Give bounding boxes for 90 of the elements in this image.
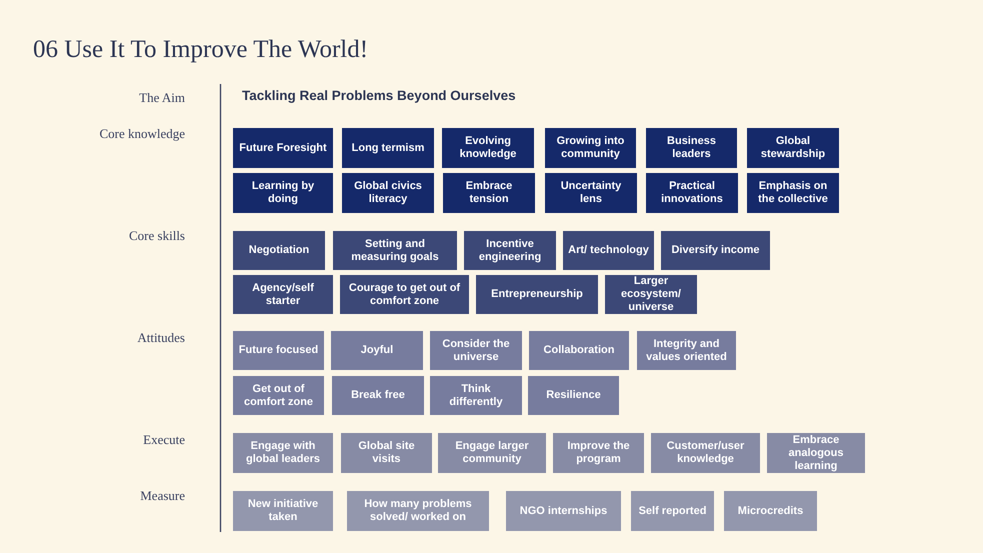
tile-label: Evolving knowledge xyxy=(458,135,518,161)
skill-tile xyxy=(333,231,457,270)
attitude-tile xyxy=(430,376,522,415)
tile-label: Growing into community xyxy=(556,135,626,161)
knowledge-tile xyxy=(747,128,839,168)
tile-label: Agency/self starter xyxy=(251,282,315,308)
measure-tile xyxy=(724,491,817,531)
attitude-tile xyxy=(233,331,324,370)
measure-tile xyxy=(233,491,333,531)
tile-label: Resilience xyxy=(546,389,601,402)
tile-label: Engage larger community xyxy=(454,440,530,466)
tile-label: Microcredits xyxy=(738,504,804,518)
tile-label: Customer/user knowledge xyxy=(666,440,746,466)
tile-label: Practical innovations xyxy=(660,180,724,206)
tile-label: Art/ technology xyxy=(568,244,649,257)
knowledge-tile xyxy=(233,128,333,168)
skill-tile xyxy=(476,275,598,314)
row-heading: The Aim xyxy=(139,90,185,106)
tile-label: Learning by doing xyxy=(250,180,316,206)
skill-tile xyxy=(563,231,654,270)
page-title: 06 Use It To Improve The World! xyxy=(33,35,368,65)
tile-label: Global site visits xyxy=(357,440,416,466)
skill-tile xyxy=(340,275,469,314)
measure-tile xyxy=(631,491,714,531)
tile-label: Larger ecosystem/ universe xyxy=(620,275,682,314)
row-heading: Core skills xyxy=(129,228,185,244)
measure-tile xyxy=(506,491,621,531)
attitude-tile xyxy=(430,331,522,370)
skill-tile xyxy=(661,231,770,270)
tile-label: Embrace tension xyxy=(464,180,514,206)
tile-label: Global civics literacy xyxy=(353,180,423,206)
tile-label: Joyful xyxy=(360,344,394,357)
attitude-tile xyxy=(529,331,629,370)
tile-label: Future Foresight xyxy=(239,142,327,154)
knowledge-tile xyxy=(443,173,535,213)
attitude-tile xyxy=(637,331,736,370)
skill-tile xyxy=(605,275,697,314)
skill-tile xyxy=(464,231,556,270)
tile-label: Embrace analogous learning xyxy=(787,434,844,472)
knowledge-tile xyxy=(442,128,534,168)
row-heading: Execute xyxy=(143,432,185,448)
tile-label: Consider the universe xyxy=(441,338,511,364)
knowledge-tile xyxy=(342,128,434,168)
tile-label: Improve the program xyxy=(566,440,631,466)
knowledge-tile xyxy=(646,173,738,213)
tile-label: Think differently xyxy=(448,382,504,408)
execute-tile xyxy=(341,433,432,473)
row-heading: Attitudes xyxy=(137,330,185,346)
knowledge-tile xyxy=(646,128,737,168)
tile-label: Setting and measuring goals xyxy=(350,238,440,264)
tile-label: Emphasis on the collective xyxy=(757,180,829,206)
tile-label: Diversify income xyxy=(671,244,760,257)
knowledge-tile xyxy=(545,128,636,168)
tile-label: Integrity and values oriented xyxy=(645,338,728,364)
row-heading: Measure xyxy=(140,488,185,504)
tile-label: Collaboration xyxy=(544,344,614,357)
tile-label: Incentive engineering xyxy=(478,238,542,264)
tile-label: Future focused xyxy=(238,344,318,357)
aim-statement: Tackling Real Problems Beyond Ourselves xyxy=(242,88,516,104)
tile-label: Engage with global leaders xyxy=(245,440,321,466)
execute-tile xyxy=(233,433,333,473)
tile-label: Entrepreneurship xyxy=(491,288,583,301)
execute-tile xyxy=(438,433,546,473)
tile-label: Business leaders xyxy=(666,135,717,161)
tile-label: Negotiation xyxy=(248,244,310,257)
tile-label: Global stewardship xyxy=(760,135,826,161)
knowledge-tile xyxy=(233,173,333,213)
measure-tile xyxy=(347,491,489,531)
attitude-tile xyxy=(233,376,324,415)
tile-label: New initiative taken xyxy=(246,498,320,524)
tile-label: Get out of comfort zone xyxy=(242,382,314,408)
tile-label: Long termism xyxy=(352,142,424,154)
tile-label: How many problems solved/ worked on xyxy=(363,498,473,524)
tile-label: Courage to get out of comfort zone xyxy=(348,282,462,308)
knowledge-tile xyxy=(342,173,434,213)
attitude-tile xyxy=(332,376,424,415)
tile-label: Break free xyxy=(351,389,405,402)
row-heading: Core knowledge xyxy=(99,126,185,142)
execute-tile xyxy=(767,433,865,473)
tile-label: Self reported xyxy=(638,504,706,518)
knowledge-tile xyxy=(545,173,637,213)
attitude-tile xyxy=(331,331,423,370)
execute-tile xyxy=(651,433,760,473)
knowledge-tile xyxy=(747,173,839,213)
attitude-tile xyxy=(528,376,619,415)
tile-label: Uncertainty lens xyxy=(560,180,622,206)
skill-tile xyxy=(233,275,333,314)
skill-tile xyxy=(233,231,325,270)
tile-label: NGO internships xyxy=(520,504,608,518)
execute-tile xyxy=(553,433,644,473)
